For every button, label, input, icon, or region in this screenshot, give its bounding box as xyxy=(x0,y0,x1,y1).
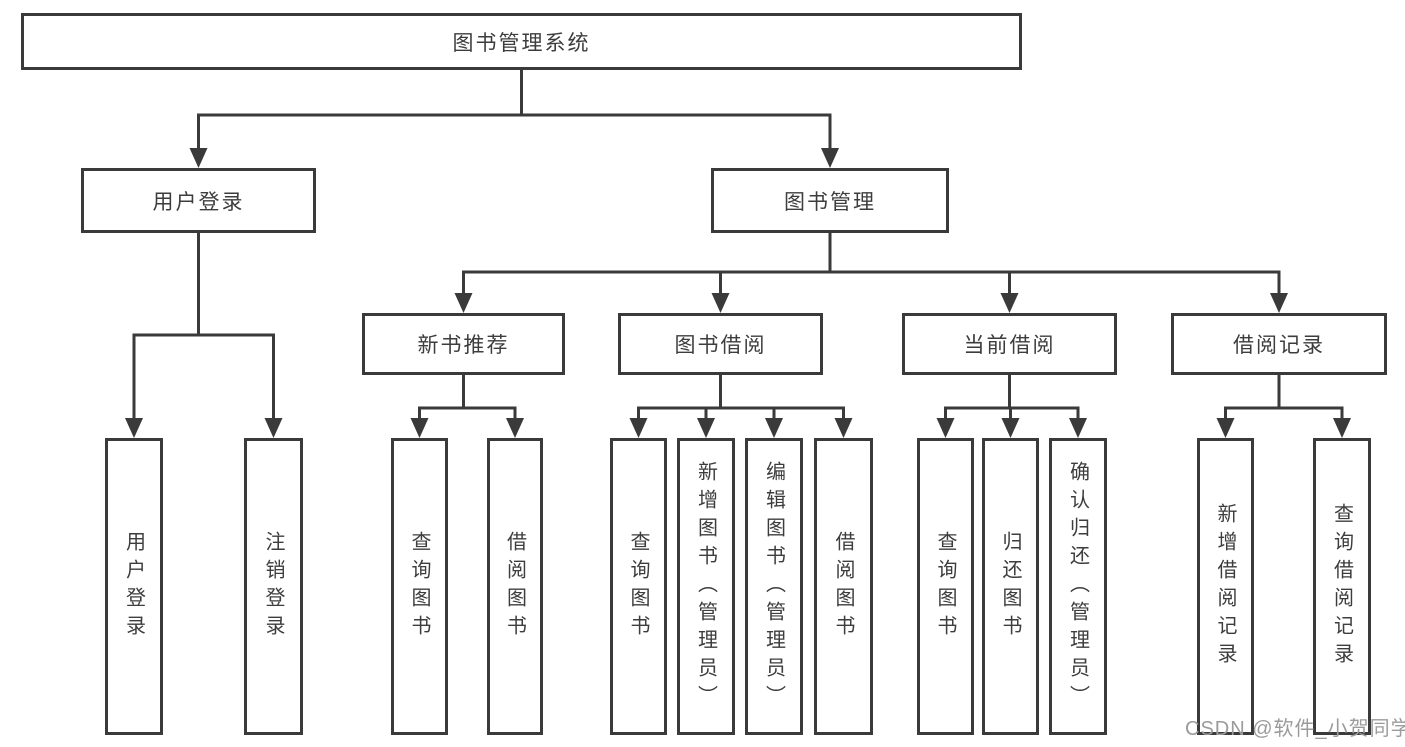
leaf-user-login: 用户登录 xyxy=(105,438,163,735)
node-user-login: 用户登录 xyxy=(81,168,316,233)
leaf-br-query-record: 查询借阅记录 xyxy=(1313,438,1371,735)
leaf-user-login-label: 用户登录 xyxy=(122,530,145,643)
leaf-nbr-query-books-label: 查询图书 xyxy=(408,530,430,643)
leaf-bb-edit-books-admin-label: 编辑图书（管理员） xyxy=(762,460,785,713)
leaf-br-add-record: 新增借阅记录 xyxy=(1197,438,1254,735)
watermark: CSDN @软件_小贺同学 xyxy=(1185,718,1405,740)
leaf-nbr-borrow-books: 借阅图书 xyxy=(487,438,543,735)
node-library-system-label: 图书管理系统 xyxy=(452,31,591,55)
leaf-cb-return-books-label: 归还图书 xyxy=(999,530,1021,643)
node-user-login-label: 用户登录 xyxy=(152,190,245,214)
node-borrow-records-label: 借阅记录 xyxy=(1233,334,1325,357)
leaf-logout: 注销登录 xyxy=(244,438,303,735)
leaf-cb-confirm-return-admin: 确认归还（管理员） xyxy=(1049,438,1107,735)
leaf-br-add-record-label: 新增借阅记录 xyxy=(1214,502,1236,671)
node-borrow-records: 借阅记录 xyxy=(1171,313,1387,375)
leaf-nbr-borrow-books-label: 借阅图书 xyxy=(503,530,526,643)
leaf-bb-borrow-books-label: 借阅图书 xyxy=(832,530,854,643)
leaf-cb-confirm-return-admin-label: 确认归还（管理员） xyxy=(1066,460,1089,713)
leaf-nbr-query-books: 查询图书 xyxy=(391,438,448,735)
leaf-bb-add-books-admin: 新增图书（管理员） xyxy=(677,438,735,735)
leaf-bb-add-books-admin-label: 新增图书（管理员） xyxy=(694,460,717,713)
node-library-system: 图书管理系统 xyxy=(21,13,1022,70)
leaf-bb-borrow-books: 借阅图书 xyxy=(814,438,873,735)
leaf-br-query-record-label: 查询借阅记录 xyxy=(1330,502,1353,671)
node-book-management-label: 图书管理 xyxy=(784,190,876,214)
leaf-cb-return-books: 归还图书 xyxy=(982,438,1039,735)
node-current-borrowing-label: 当前借阅 xyxy=(963,334,1056,357)
leaf-cb-query-books: 查询图书 xyxy=(917,438,974,735)
node-book-borrowing-label: 图书借阅 xyxy=(674,334,767,357)
node-book-borrowing: 图书借阅 xyxy=(618,313,823,375)
node-new-book-recommend: 新书推荐 xyxy=(362,313,565,375)
leaf-logout-label: 注销登录 xyxy=(262,530,284,643)
node-current-borrowing: 当前借阅 xyxy=(902,313,1117,375)
leaf-bb-edit-books-admin: 编辑图书（管理员） xyxy=(745,438,803,735)
leaf-bb-query-books: 查询图书 xyxy=(610,438,667,735)
node-new-book-recommend-label: 新书推荐 xyxy=(417,334,510,357)
node-book-management: 图书管理 xyxy=(711,168,949,233)
leaf-cb-query-books-label: 查询图书 xyxy=(934,530,956,643)
leaf-bb-query-books-label: 查询图书 xyxy=(627,530,649,643)
